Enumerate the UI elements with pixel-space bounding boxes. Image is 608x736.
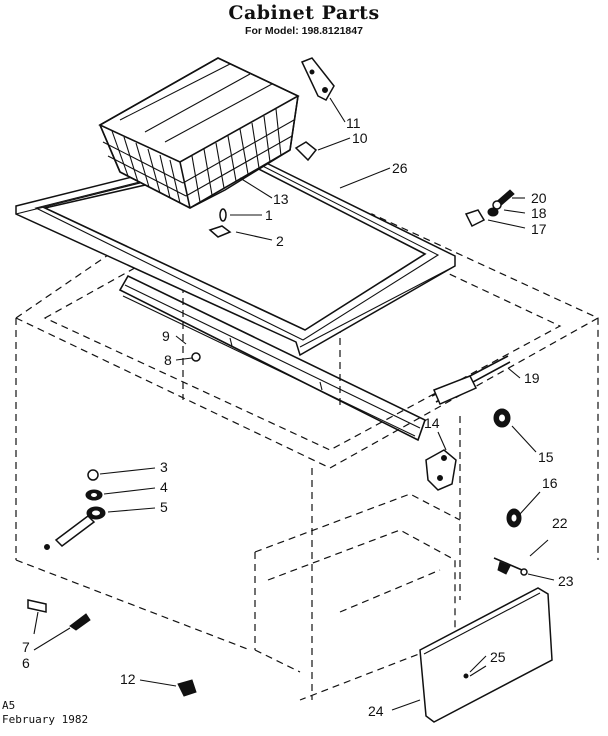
callout-18: 18	[531, 205, 547, 221]
callout-25: 25	[490, 649, 506, 665]
callout-1: 1	[265, 207, 273, 223]
callout-2: 2	[276, 233, 284, 249]
callout-17: 17	[531, 221, 547, 237]
leader-lines	[33, 97, 555, 711]
callout-23: 23	[558, 573, 574, 589]
callout-26: 26	[392, 160, 408, 176]
callout-10: 10	[352, 130, 368, 146]
callout-11: 11	[346, 115, 361, 131]
callout-6: 6	[22, 655, 30, 671]
callout-22: 22	[552, 515, 568, 531]
wire-basket	[98, 57, 300, 209]
small-parts	[27, 57, 528, 697]
callout-19: 19	[524, 370, 540, 386]
callout-24: 24	[368, 703, 384, 719]
callout-13: 13	[273, 191, 289, 207]
hinge-rail	[118, 274, 426, 442]
callout-3: 3	[160, 459, 168, 475]
callout-20: 20	[531, 190, 547, 206]
callout-labels: 11 10 13 1 2 26 20 18 17 19 14 15 16 22 …	[22, 115, 574, 719]
callout-9: 9	[162, 328, 170, 344]
footer-code: A5	[2, 699, 16, 712]
callout-12: 12	[120, 671, 136, 687]
compressor-cover-panel	[419, 587, 553, 723]
callout-16: 16	[542, 475, 558, 491]
callout-5: 5	[160, 499, 168, 515]
callout-4: 4	[160, 479, 168, 495]
page-title: Cabinet Parts	[228, 2, 380, 24]
callout-14: 14	[424, 415, 440, 431]
callout-7: 7	[22, 639, 30, 655]
footer-date: February 1982	[2, 713, 89, 726]
callout-8: 8	[164, 352, 172, 368]
model-number: For Model: 198.8121847	[245, 25, 363, 37]
callout-15: 15	[538, 449, 554, 465]
